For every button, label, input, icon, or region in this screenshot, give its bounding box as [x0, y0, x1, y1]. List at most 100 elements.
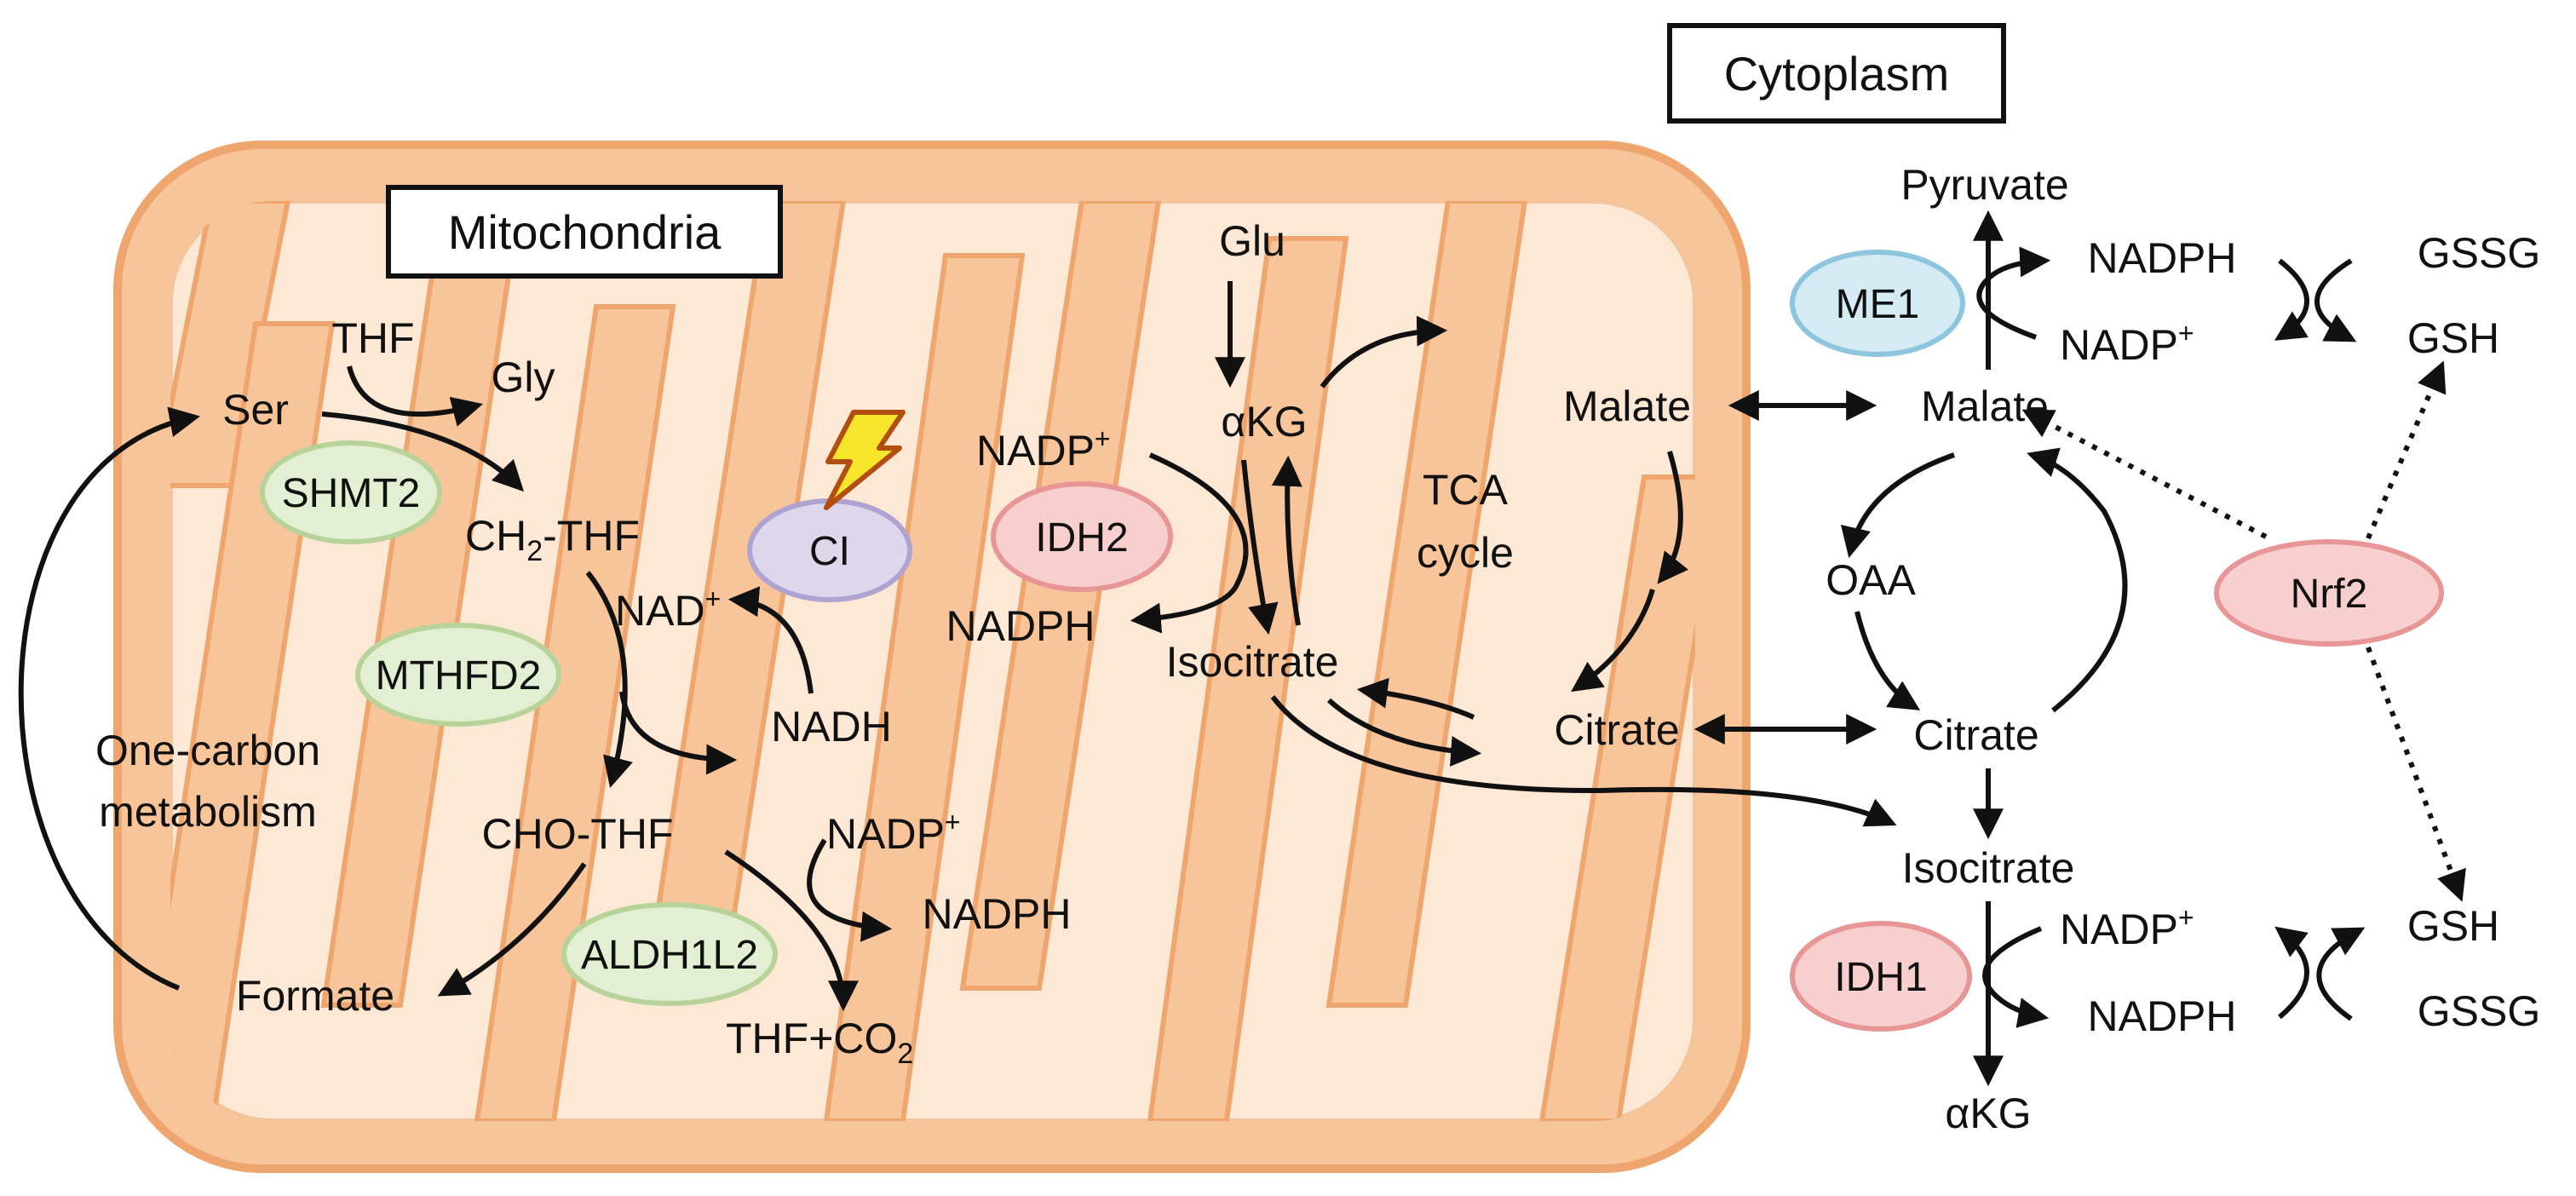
arrow-citrate-to-isocitrate-mito: [1356, 677, 1475, 720]
cytoplasm-labels: Pyruvate NADPH NADP+ GSSG GSH Malate OAA…: [1826, 161, 2540, 1137]
malate-mito-label: Malate: [1563, 382, 1691, 430]
one-carbon-arrows: [18, 365, 893, 1012]
one-carbon-labels: THF Gly Ser CH2-THF NAD+ NADH CHO-THF NA…: [95, 314, 1072, 1070]
thf-label: THF: [331, 314, 414, 362]
arrow-malate-to-citrate-mito: [1657, 451, 1689, 584]
crista: [823, 253, 1026, 1121]
glu-label: Glu: [1219, 217, 1285, 265]
svg-text:MTHFD2: MTHFD2: [376, 653, 542, 699]
gssg-bottom-label: GSSG: [2418, 987, 2540, 1035]
nadph-bottom-label: NADPH: [2087, 992, 2236, 1040]
arrow-malate-to-oaa: [1840, 452, 1955, 559]
akg-label: αKG: [1221, 398, 1307, 446]
arrow-isocitrate-to-citrate-mito: [1326, 698, 1482, 767]
crista: [1538, 474, 1695, 1121]
idh1-enzyme: IDH1: [1790, 921, 1972, 1032]
citrate-cyto-label: Citrate: [1913, 711, 2038, 759]
arrow-nadp-to-nadph-mito: [1130, 452, 1249, 634]
gssg-top-label: GSSG: [2418, 229, 2540, 277]
arrow-formate-to-ser: [18, 406, 201, 991]
svg-text:CI: CI: [809, 529, 850, 574]
ser-label: Ser: [222, 386, 289, 434]
nrf2-to-gsh-bottom-arrow: [2366, 646, 2466, 902]
svg-text:ME1: ME1: [1836, 282, 1920, 327]
nrf2-regulation-arrows: [2021, 360, 2466, 902]
lightning-icon: [824, 410, 906, 510]
one-carbon-title-line2: metabolism: [99, 788, 317, 836]
shmt2-enzyme: SHMT2: [260, 440, 442, 544]
tca-labels: Glu αKG NADP+ NADPH Isocitrate TCA cycle…: [946, 217, 1691, 754]
arrow-into-citrate: [1571, 589, 1655, 693]
arrow-oaa-to-citrate: [1854, 611, 1921, 710]
arrow-isocitrate-to-cyto: [1270, 695, 1897, 827]
mitochondria-label: Mitochondria: [448, 205, 722, 259]
nadh-label: NADH: [771, 703, 892, 750]
isocitrate-cyto-label: Isocitrate: [1902, 844, 2075, 892]
tca-arrows: [1130, 281, 1897, 827]
oaa-label: OAA: [1826, 556, 1916, 604]
arrow-nadh-to-nad: [727, 586, 814, 694]
gsh-bottom-label: GSH: [2407, 902, 2499, 950]
arrow-nadp-to-nadph-top: [1976, 246, 2051, 340]
nadp-plus-bottom-label: NADP+: [2060, 902, 2194, 953]
transport-arrows: [1693, 390, 1877, 745]
gly-label: Gly: [492, 354, 555, 401]
cytoplasm-arrows: [1840, 210, 2366, 1087]
svg-text:ALDH1L2: ALDH1L2: [581, 933, 758, 978]
arrow-chothf-to-thfco2: [724, 849, 859, 1012]
arrow-gssg-to-gsh-bottom: [2316, 927, 2366, 1021]
nadp-plus-top-label: NADP+: [2060, 318, 2194, 369]
svg-text:SHMT2: SHMT2: [282, 471, 421, 516]
arrow-chothf-to-formate: [437, 862, 587, 997]
tca-cycle-label-line2: cycle: [1417, 529, 1514, 577]
svg-text:IDH1: IDH1: [1834, 955, 1927, 1000]
mitochondrion: [113, 141, 1751, 1173]
crista: [1325, 201, 1528, 1008]
pyruvate-label: Pyruvate: [1900, 161, 2068, 209]
arrow-thf-to-gly: [347, 365, 483, 427]
one-carbon-title-line1: One-carbon: [95, 727, 320, 774]
citrate-mito-label: Citrate: [1554, 706, 1679, 754]
nrf2-to-malate-arrow: [2021, 409, 2268, 539]
arrow-gssg-to-gsh-top: [2314, 258, 2357, 342]
ci-complex: CI: [747, 498, 912, 602]
arrow-citrate-to-malate: [2027, 447, 2128, 713]
isocitrate-mito-label: Isocitrate: [1166, 638, 1339, 686]
cho-thf-label: CHO-THF: [482, 810, 674, 858]
nadph-mito-label: NADPH: [946, 602, 1095, 650]
nadp-plus-label: NADP+: [826, 807, 961, 858]
gsh-top-label: GSH: [2407, 314, 2499, 362]
nadph-top-label: NADPH: [2087, 234, 2236, 282]
crista: [959, 201, 1162, 991]
formate-label: Formate: [236, 972, 394, 1020]
arrow-ch2thf-to-chothf: [585, 571, 633, 788]
mthfd2-enzyme: MTHFD2: [355, 623, 561, 727]
mitochondria-label-box: Mitochondria: [386, 185, 783, 279]
tca-cycle-label-line1: TCA: [1423, 466, 1509, 514]
arrow-nadph-to-nadp-top: [2274, 258, 2309, 341]
svg-text:Nrf2: Nrf2: [2291, 572, 2368, 617]
akg-cyto-label: αKG: [1945, 1090, 2031, 1137]
arrow-to-nadh: [619, 691, 738, 775]
idh2-enzyme: IDH2: [991, 481, 1173, 592]
nad-plus-label: NAD+: [615, 584, 721, 635]
nrf2-factor: Nrf2: [2214, 539, 2444, 647]
arrow-akg-to-isocitrate: [1241, 459, 1279, 635]
arrow-akg-onward: [1320, 315, 1448, 388]
ch2-thf-label: CH2-THF: [465, 512, 640, 567]
nadp-plus-mito-label: NADP+: [976, 423, 1111, 474]
cytoplasm-label-box: Cytoplasm: [1667, 23, 2006, 124]
arrow-nadp-to-nadph: [807, 838, 893, 942]
nadph-label: NADPH: [922, 890, 1071, 938]
nrf2-to-gsh-top-arrow: [2366, 360, 2447, 540]
svg-text:IDH2: IDH2: [1035, 515, 1128, 561]
me1-enzyme: ME1: [1790, 250, 1965, 357]
aldh1l2-enzyme: ALDH1L2: [561, 902, 778, 1006]
arrow-ser-to-ch2thf: [321, 411, 525, 492]
malate-cyto-label: Malate: [1921, 382, 2049, 430]
arrow-nadp-to-nadph-bottom: [1982, 926, 2050, 1028]
crista: [474, 304, 676, 1121]
arrow-nadph-to-nadp-bottom: [2274, 926, 2309, 1020]
cytoplasm-label: Cytoplasm: [1724, 47, 1950, 101]
